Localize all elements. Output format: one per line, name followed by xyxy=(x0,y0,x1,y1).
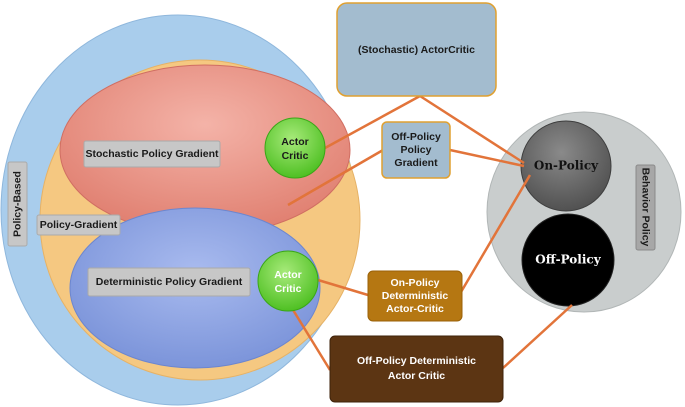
connector-off-policy-dac-to-off-policy xyxy=(502,304,573,369)
off-policy-label: Off-Policy xyxy=(535,253,601,267)
policy-gradient-label-box xyxy=(36,214,121,236)
stochastic-actorcritic-label: (Stochastic) ActorCritic xyxy=(358,44,475,56)
off-policy-dac-line-2: Actor Critic xyxy=(388,370,445,382)
actor-critic-deterministic-circle xyxy=(257,250,319,312)
on-policy-dac-line-1: On-Policy xyxy=(390,277,439,289)
off-policy-pg-line-3: Gradient xyxy=(394,157,438,169)
on-policy-dac-line-2: Deterministic xyxy=(382,290,449,302)
connector-off-policy-pg-to-on-policy xyxy=(449,148,525,168)
deterministic-policy-gradient-label: Deterministic Policy Gradient xyxy=(96,276,243,288)
connector-det-ac-to-on-policy-dac xyxy=(317,278,369,297)
actor-critic-deterministic-line-1: Actor xyxy=(274,269,301,281)
on-policy-dac-box xyxy=(367,270,463,322)
off-policy-pg-line-2: Policy xyxy=(401,144,432,156)
policy-based-label: Policy-Based xyxy=(11,171,23,237)
off-policy-pg-box xyxy=(381,121,451,179)
policy-based-label-box xyxy=(7,161,28,247)
connector-stochastic-to-off-policy-pg xyxy=(287,144,391,207)
stochastic-label-box xyxy=(83,140,221,168)
connector-stoch-ac-to-stochastic-actorcritic xyxy=(324,94,421,150)
actor-critic-stochastic-line-2: Critic xyxy=(282,150,309,162)
stochastic-policy-gradient-label: Stochastic Policy Gradient xyxy=(85,148,219,160)
connector-on-policy-dac-to-on-policy xyxy=(459,174,532,293)
off-policy-circle xyxy=(521,213,615,307)
stochastic-actorcritic-box xyxy=(336,2,497,97)
behavior-policy-label-box xyxy=(635,164,656,251)
connector-det-ac-to-off-policy-dac xyxy=(288,304,332,371)
policy-gradient-label: Policy-Gradient xyxy=(40,219,118,231)
actor-critic-stochastic-line-1: Actor xyxy=(281,136,308,148)
off-policy-dac-line-1: Off-Policy Deterministic xyxy=(357,355,476,367)
on-policy-dac-line-3: Actor-Critic xyxy=(386,303,444,315)
actor-critic-deterministic-line-2: Critic xyxy=(275,283,302,295)
behavior-policy-label: Behavior Policy xyxy=(640,168,652,247)
off-policy-dac-box xyxy=(329,335,504,403)
on-policy-label: On-Policy xyxy=(534,159,599,173)
connector-lines xyxy=(287,94,573,371)
off-policy-pg-line-1: Off-Policy xyxy=(391,131,441,143)
connector-stochastic-actorcritic-to-on-policy xyxy=(419,94,525,165)
actor-critic-stochastic-circle xyxy=(264,117,326,179)
deterministic-label-box xyxy=(87,267,251,297)
